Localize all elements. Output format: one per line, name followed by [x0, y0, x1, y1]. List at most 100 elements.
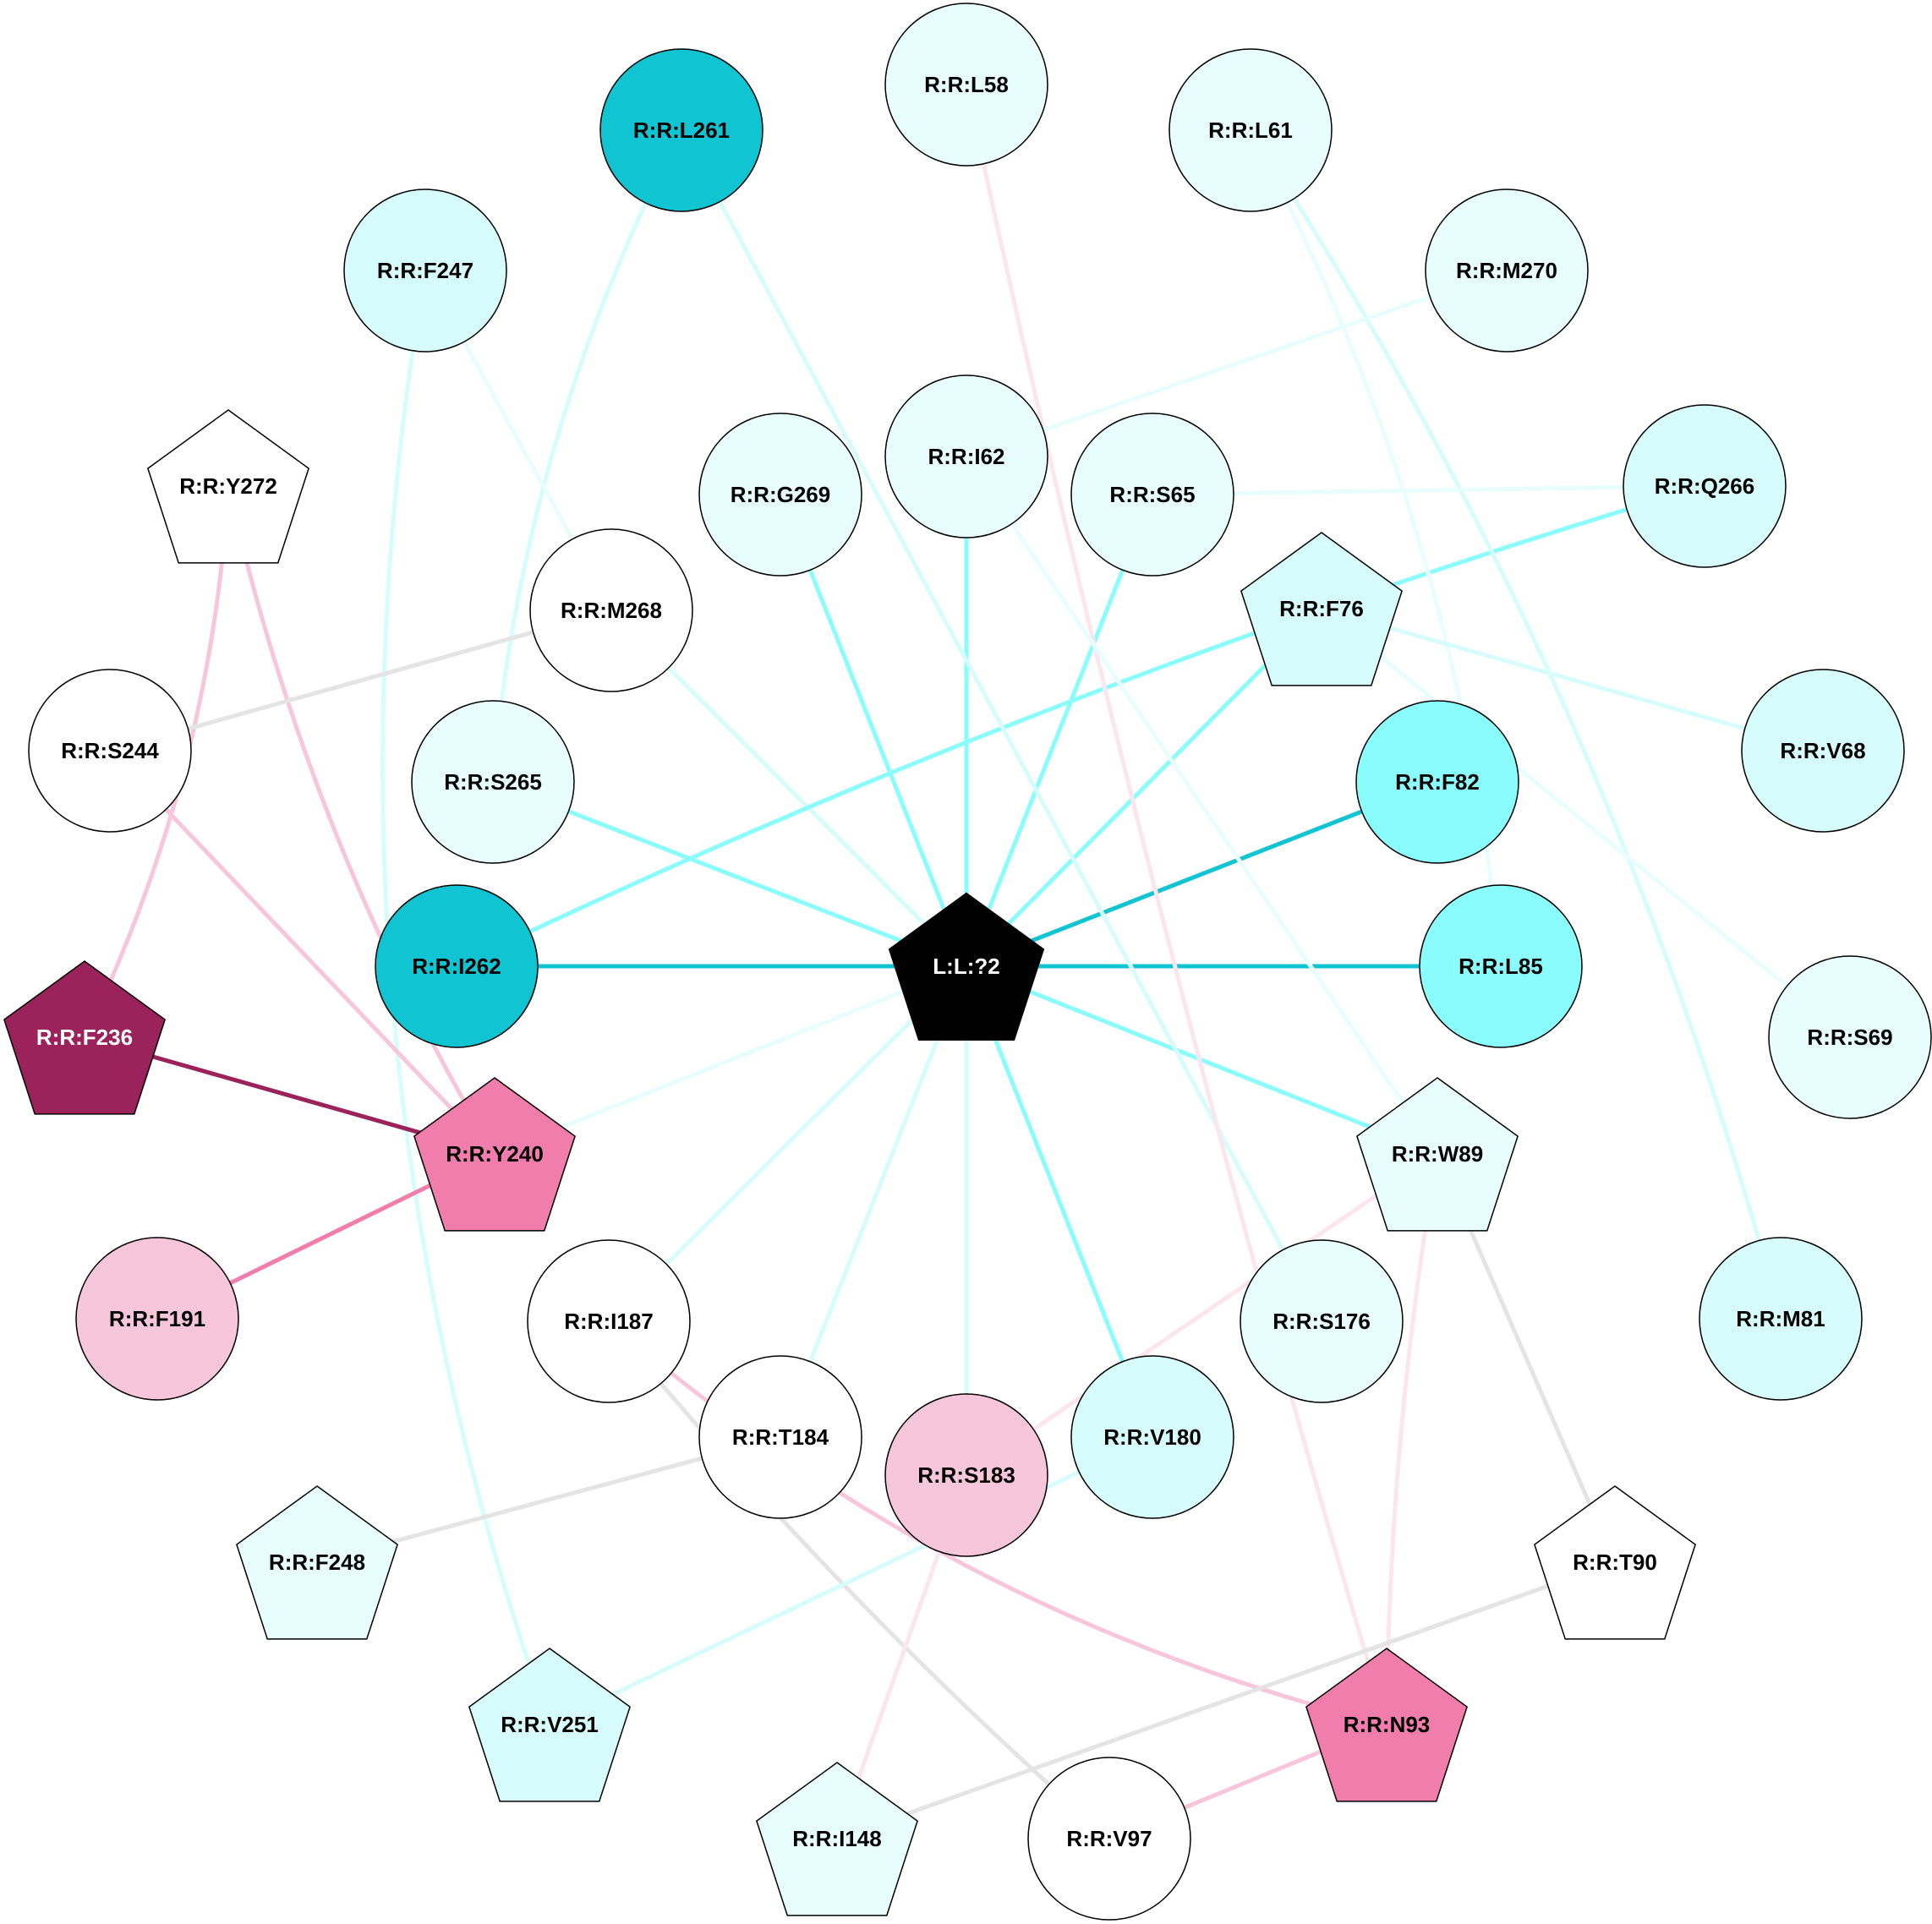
node-r-r-v180[interactable]: R:R:V180 — [1070, 1355, 1234, 1519]
node-r-r-i148[interactable]: R:R:I148 — [756, 1762, 918, 1916]
node-r-r-s176[interactable]: R:R:S176 — [1240, 1239, 1404, 1403]
edge-l-l-2-to-r-r-f82 — [964, 779, 1440, 969]
node-r-r-l85[interactable]: R:R:L85 — [1419, 884, 1583, 1048]
edge-r-r-f76-to-r-r-v68 — [1319, 606, 1825, 753]
circle-node-shape — [1240, 1239, 1404, 1403]
pentagon-node-shape — [888, 892, 1045, 1041]
node-label: R:R:S265 — [444, 769, 542, 795]
node-label: R:R:V251 — [501, 1712, 599, 1737]
pentagon-node-shape — [147, 409, 309, 564]
node-label: R:R:L85 — [1459, 954, 1543, 979]
edge-l-l-2-to-r-r-w89 — [964, 964, 1440, 1156]
edge-l-l-2-to-r-r-y240 — [492, 964, 969, 1156]
edge-r-r-v180-to-r-r-v251 — [547, 1435, 1155, 1727]
pentagon-node-shape — [1534, 1485, 1696, 1640]
node-r-r-l58[interactable]: R:R:L58 — [884, 3, 1048, 167]
node-label: R:R:N93 — [1344, 1712, 1431, 1737]
node-r-r-n93[interactable]: R:R:N93 — [1305, 1648, 1468, 1802]
node-label: R:R:S65 — [1109, 482, 1195, 507]
node-r-r-l261[interactable]: R:R:L261 — [599, 48, 763, 212]
node-r-r-f236[interactable]: R:R:F236 — [3, 960, 166, 1115]
edge-r-r-l61-to-r-r-m81 — [1248, 128, 1783, 1321]
node-l-l-2[interactable]: L:L:?2 — [888, 892, 1045, 1041]
node-label: R:R:V180 — [1103, 1424, 1201, 1450]
node-r-r-s65[interactable]: R:R:S65 — [1070, 413, 1234, 577]
node-label: R:R:T184 — [732, 1424, 829, 1450]
node-r-r-i187[interactable]: R:R:I187 — [527, 1239, 691, 1403]
node-r-r-f247[interactable]: R:R:F247 — [343, 189, 507, 353]
node-r-r-v251[interactable]: R:R:V251 — [468, 1648, 631, 1802]
node-r-r-v68[interactable]: R:R:V68 — [1741, 669, 1905, 833]
node-r-r-f191[interactable]: R:R:F191 — [75, 1237, 239, 1401]
node-label: R:R:L61 — [1208, 118, 1293, 143]
edge-r-r-w89-to-r-r-s183 — [964, 1151, 1440, 1478]
node-label: R:R:I62 — [928, 444, 1004, 469]
edge-r-r-y272-to-r-r-y240 — [226, 484, 497, 1156]
node-r-r-w89[interactable]: R:R:W89 — [1356, 1077, 1519, 1232]
node-r-r-l61[interactable]: R:R:L61 — [1169, 48, 1333, 212]
circle-node-shape — [1768, 955, 1932, 1119]
node-r-r-f76[interactable]: R:R:F76 — [1240, 532, 1403, 686]
pentagon-node-shape — [756, 1762, 918, 1916]
circle-node-shape — [28, 669, 192, 833]
node-r-r-g269[interactable]: R:R:G269 — [698, 413, 862, 577]
edge-r-r-s65-to-r-r-q266 — [1150, 484, 1707, 497]
node-label: R:R:T90 — [1573, 1550, 1657, 1575]
edge-r-r-m270-to-r-r-i62 — [964, 268, 1509, 459]
node-r-r-s183[interactable]: R:R:S183 — [884, 1393, 1048, 1557]
node-r-r-m81[interactable]: R:R:M81 — [1699, 1237, 1863, 1401]
node-label: R:R:L58 — [924, 72, 1009, 97]
circle-node-shape — [75, 1237, 239, 1401]
circle-node-shape — [375, 884, 539, 1048]
node-label: R:R:M268 — [561, 598, 662, 623]
circle-node-shape — [698, 413, 862, 577]
node-r-r-q266[interactable]: R:R:Q266 — [1623, 404, 1787, 568]
edge-l-l-2-to-r-r-i187 — [606, 964, 969, 1324]
circle-node-shape — [529, 528, 693, 692]
node-r-r-y272[interactable]: R:R:Y272 — [147, 409, 309, 564]
node-r-r-s265[interactable]: R:R:S265 — [411, 700, 575, 864]
node-r-r-v97[interactable]: R:R:V97 — [1027, 1757, 1191, 1921]
node-label: R:R:S183 — [917, 1462, 1015, 1488]
node-label: R:R:F248 — [269, 1550, 365, 1575]
node-r-r-f248[interactable]: R:R:F248 — [236, 1485, 398, 1640]
node-r-r-t184[interactable]: R:R:T184 — [698, 1355, 862, 1519]
edge-r-r-i262-to-r-r-q266 — [454, 484, 1707, 969]
circle-node-shape — [884, 3, 1048, 167]
node-label: R:R:Y272 — [179, 473, 277, 499]
circle-node-shape — [698, 1355, 862, 1519]
pentagon-node-shape — [413, 1077, 576, 1232]
node-label: R:R:W89 — [1392, 1141, 1483, 1167]
node-r-r-y240[interactable]: R:R:Y240 — [413, 1077, 576, 1232]
node-label: R:R:M270 — [1456, 258, 1557, 283]
node-r-r-f82[interactable]: R:R:F82 — [1355, 700, 1519, 864]
circle-node-shape — [1741, 669, 1905, 833]
node-r-r-m270[interactable]: R:R:M270 — [1425, 189, 1589, 353]
edge-r-r-l261-to-r-r-s265 — [490, 128, 684, 784]
node-label: R:R:S244 — [61, 738, 159, 763]
circle-node-shape — [527, 1239, 691, 1403]
circle-node-shape — [599, 48, 763, 212]
node-label: R:R:I148 — [792, 1826, 881, 1851]
node-label: R:R:F76 — [1279, 596, 1364, 621]
circle-node-shape — [1169, 48, 1333, 212]
node-label: R:R:F247 — [377, 258, 473, 283]
node-r-r-m268[interactable]: R:R:M268 — [529, 528, 693, 692]
node-r-r-s69[interactable]: R:R:S69 — [1768, 955, 1932, 1119]
node-r-r-t90[interactable]: R:R:T90 — [1534, 1485, 1696, 1640]
circle-node-shape — [1355, 700, 1519, 864]
node-r-r-i62[interactable]: R:R:I62 — [884, 374, 1048, 538]
edge-l-l-2-to-r-r-g269 — [778, 492, 969, 969]
edge-l-l-2-to-r-r-v180 — [964, 964, 1155, 1440]
edge-l-l-2-to-r-r-s65 — [964, 492, 1155, 969]
node-r-r-s244[interactable]: R:R:S244 — [28, 669, 192, 833]
circle-node-shape — [1425, 189, 1589, 353]
node-label: R:R:M81 — [1736, 1306, 1825, 1331]
edge-r-r-f76-to-r-r-s69 — [1319, 606, 1853, 1040]
edge-r-r-i187-to-r-r-v97 — [606, 1319, 1112, 1841]
node-r-r-i262[interactable]: R:R:I262 — [375, 884, 539, 1048]
pentagon-node-shape — [1305, 1648, 1468, 1802]
pentagon-node-shape — [236, 1485, 398, 1640]
circle-node-shape — [411, 700, 575, 864]
